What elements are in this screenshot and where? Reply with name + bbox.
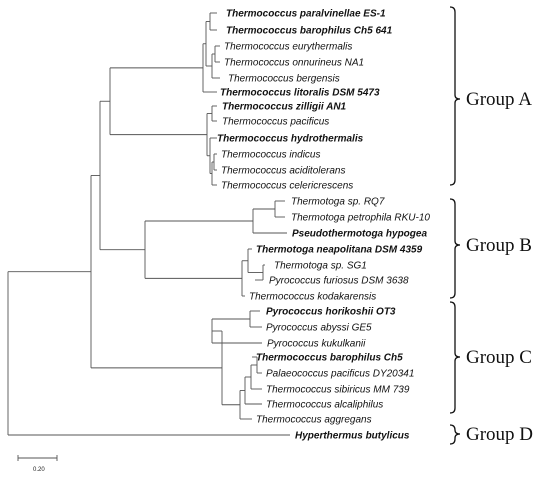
taxon-label: Thermococcus alcaliphilus (266, 400, 383, 411)
taxon-label: Thermococcus pacificus (222, 117, 329, 128)
taxon-label: Thermotoga neapolitana DSM 4359 (256, 245, 423, 256)
taxon-label: Thermococcus aggregans (256, 415, 372, 426)
taxon-label: Thermococcus paralvinellae ES-1 (226, 9, 386, 20)
taxon-label: Thermococcus bergensis (228, 74, 340, 85)
scale-bar: 0.20 (17, 455, 58, 473)
taxon-label: Thermococcus zilligii AN1 (222, 102, 347, 113)
taxon-label: Pyrococcus abyssi GE5 (266, 323, 372, 334)
group-bracket (449, 301, 461, 414)
taxon-label: Thermococcus aciditolerans (221, 166, 346, 177)
taxon-labels: Thermococcus paralvinellae ES-1Thermococ… (217, 9, 430, 442)
taxon-label: Thermococcus barophilus Ch5 (256, 353, 403, 364)
taxon-label: Thermococcus celericrescens (221, 181, 353, 192)
group-label: Group C (466, 347, 532, 368)
taxon-label: Thermotoga sp. RQ7 (291, 197, 385, 208)
group-label: Group A (466, 89, 532, 110)
group-bracket (449, 198, 461, 299)
taxon-label: Thermococcus eurythermalis (224, 42, 352, 53)
tree-branches (7, 12, 290, 436)
group-label: Group D (466, 424, 533, 445)
group-brackets: Group A Group B Group C Group D (449, 6, 533, 445)
taxon-label: Thermococcus onnurineus NA1 (224, 58, 364, 69)
group-bracket (449, 6, 461, 186)
group-label: Group B (466, 235, 532, 256)
taxon-label: Thermococcus indicus (221, 150, 320, 161)
taxon-label: Thermococcus sibiricus MM 739 (266, 385, 410, 396)
taxon-label: Pyrococcus horikoshii OT3 (266, 307, 396, 318)
scale-bar-label: 0.20 (33, 467, 45, 473)
taxon-label: Thermococcus hydrothermalis (217, 134, 364, 145)
taxon-label: Pseudothermotoga hypogea (292, 229, 427, 240)
taxon-label: Thermococcus barophilus Ch5 641 (226, 26, 393, 37)
taxon-label: Thermococcus litoralis DSM 5473 (220, 88, 380, 99)
group-bracket (449, 424, 461, 445)
taxon-label: Thermococcus kodakarensis (249, 292, 376, 303)
taxon-label: Pyrococcus kukulkanii (267, 339, 366, 350)
taxon-label: Thermotoga petrophila RKU-10 (291, 213, 430, 224)
taxon-label: Hyperthermus butylicus (295, 431, 410, 442)
taxon-label: Pyrococcus furiosus DSM 3638 (269, 276, 409, 287)
taxon-label: Thermotoga sp. SG1 (274, 261, 367, 272)
taxon-label: Palaeococcus pacificus DY20341 (266, 369, 414, 380)
